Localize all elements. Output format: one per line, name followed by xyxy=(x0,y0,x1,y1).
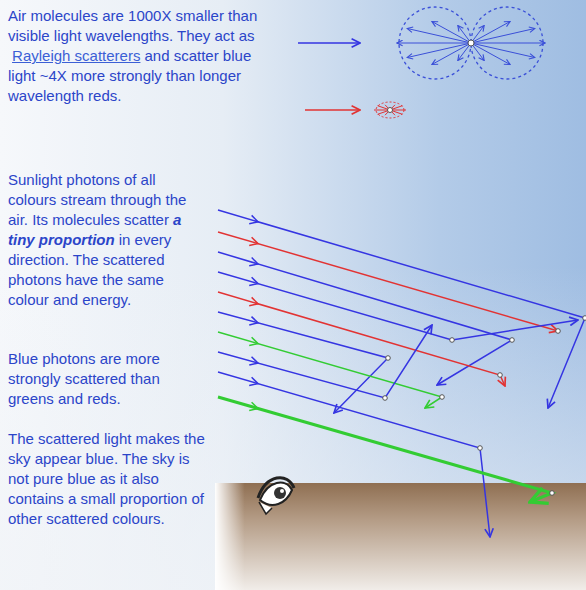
photon-ray xyxy=(218,397,552,502)
photon-rays xyxy=(218,7,586,537)
molecule-dot xyxy=(498,373,503,378)
sunlight-note: Sunlight photons of all colours stream t… xyxy=(8,170,204,310)
molecule-dot xyxy=(386,356,391,361)
direction-chevron xyxy=(249,377,258,385)
scatter-arrow xyxy=(432,43,471,64)
link-text: Rayleigh scatterers xyxy=(12,47,140,64)
molecule-dot xyxy=(468,40,474,46)
direction-chevron xyxy=(249,337,258,345)
photon-ray xyxy=(218,325,432,398)
ground-edge-fade xyxy=(215,483,586,590)
photon-ray xyxy=(218,272,578,340)
direction-chevron xyxy=(249,277,258,285)
scatter-arrow xyxy=(471,43,545,44)
direction-chevron xyxy=(249,297,258,305)
scatter-arrow xyxy=(471,43,510,64)
photon-ray xyxy=(218,312,388,413)
scatter-arrow xyxy=(432,22,471,43)
note-text: Sunlight photons of all colours stream t… xyxy=(8,171,186,228)
direction-chevron xyxy=(249,215,258,223)
red-light-arrow xyxy=(305,109,360,111)
sky-colour-note: The scattered light makes the sky appear… xyxy=(8,429,208,529)
note-text: Air molecules are 1000X smaller than vis… xyxy=(8,7,257,44)
blue-light-arrow xyxy=(298,42,360,44)
eye-symbol xyxy=(258,478,294,514)
molecule-dot xyxy=(478,446,483,451)
note-text: The scattered light makes the sky appear… xyxy=(8,430,205,527)
molecule-dot xyxy=(388,108,393,113)
red-scatter-lobe xyxy=(376,102,404,118)
molecule-dot xyxy=(583,316,586,321)
direction-chevron xyxy=(249,258,258,266)
blue-scatter-note: Blue photons are more strongly scattered… xyxy=(8,349,198,409)
molecule-dot xyxy=(510,338,515,343)
molecule-dot xyxy=(556,329,561,334)
direction-chevron xyxy=(249,237,258,245)
molecule-dot xyxy=(440,395,445,400)
direction-chevron xyxy=(249,357,258,365)
scatter-arrow xyxy=(397,43,471,44)
photon-ray xyxy=(218,372,490,537)
molecule-dot xyxy=(383,396,388,401)
photon-ray xyxy=(218,210,585,408)
photon-ray xyxy=(218,252,512,385)
ground xyxy=(215,483,586,590)
photon-ray xyxy=(218,292,505,386)
photon-ray xyxy=(218,332,442,408)
scatter-arrow xyxy=(471,28,535,43)
direction-chevron xyxy=(249,317,258,325)
molecule-dot xyxy=(550,491,555,496)
note-text: Blue photons are more strongly scattered… xyxy=(8,350,160,407)
scatter-arrow xyxy=(471,22,510,43)
molecule-dot xyxy=(450,338,455,343)
scatter-arrow xyxy=(407,43,471,58)
intro-note: Air molecules are 1000X smaller than vis… xyxy=(8,6,280,106)
direction-chevron xyxy=(249,402,258,410)
photon-ray xyxy=(218,232,558,331)
